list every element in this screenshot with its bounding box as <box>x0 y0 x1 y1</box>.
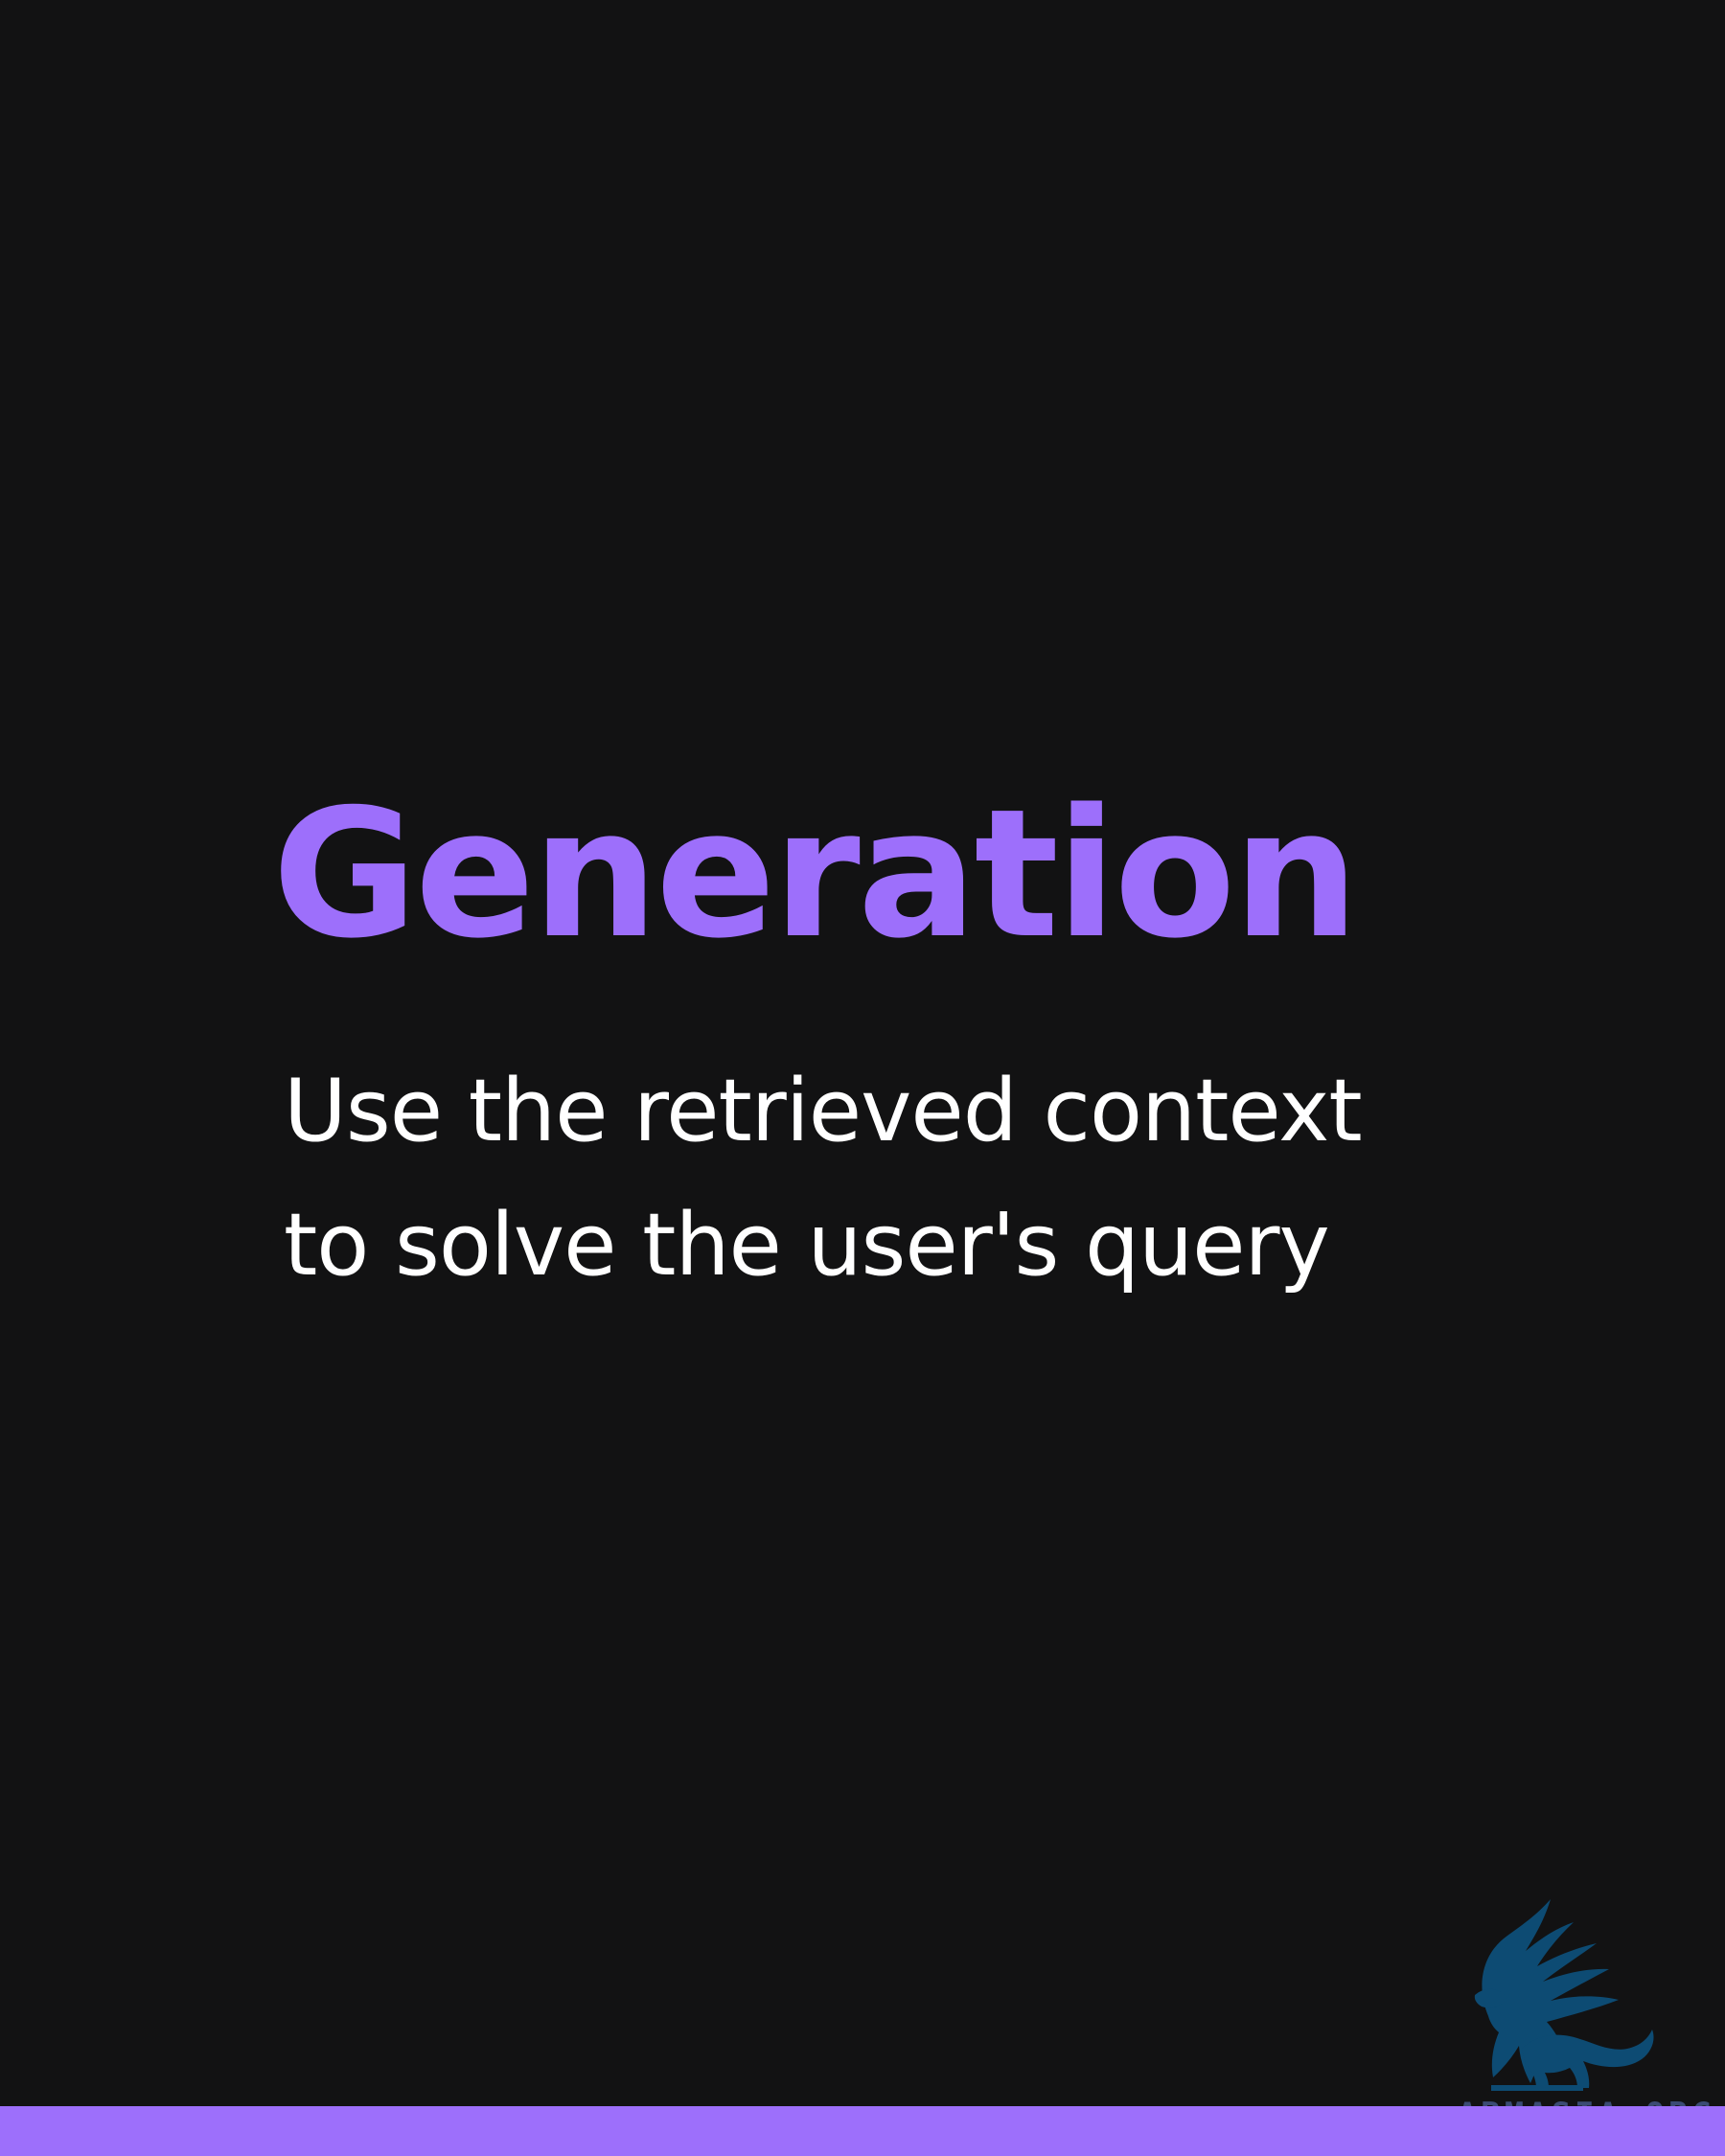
slide-description: Use the retrieved context to solve the u… <box>284 1044 1363 1313</box>
winged-lion-icon <box>1474 1899 1654 2091</box>
slide-title: Generation <box>272 770 1359 977</box>
description-line-1: Use the retrieved context <box>284 1061 1363 1161</box>
description-line-2: to solve the user's query <box>284 1195 1330 1296</box>
accent-bottom-bar <box>0 2106 1725 2156</box>
